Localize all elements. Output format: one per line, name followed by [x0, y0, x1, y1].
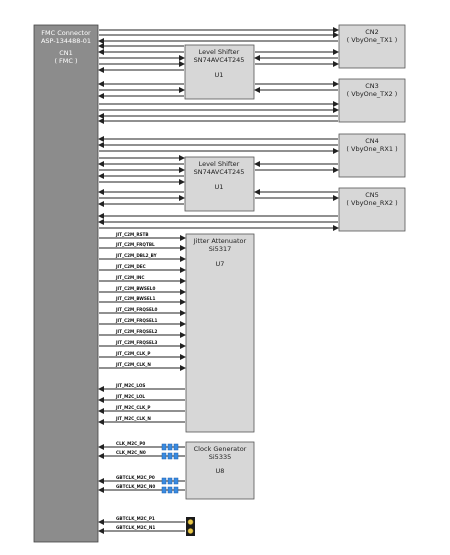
signal-label: JIT_M2C_LOL	[115, 394, 145, 399]
shifter1-line3: U1	[215, 71, 224, 79]
cn2-line2: ( VbyOne_TX1 )	[347, 36, 398, 44]
capacitor-icon	[161, 477, 179, 494]
signal-label: JIT_C2M_DEC	[115, 264, 146, 269]
fmc-line2: ASP-134488-01	[41, 37, 91, 45]
signal-label: JIT_C2M_BWSEL0	[115, 286, 155, 291]
fmc-line3: CN1	[59, 49, 73, 57]
signal-label: JIT_C2M_DBL2_BY	[115, 253, 158, 258]
signal-label: CLK_M2C_N0	[116, 450, 146, 455]
bottom-signal-group: GBTCLK_M2C_P1 GBTCLK_M2C_N1	[98, 516, 195, 536]
cn5-line2: ( VbyOne_RX2 )	[346, 199, 397, 207]
wires-middle	[98, 136, 339, 231]
clock-signal-group: CLK_M2C_P0 CLK_M2C_N0 GBTCLK_M2C_P0 GBTC…	[98, 441, 185, 494]
signal-label: GBTCLK_M2C_N0	[116, 484, 155, 489]
shifter2-line1: Level Shifter	[199, 160, 240, 168]
wires-top	[98, 27, 339, 124]
shifter1-line2: SN74AVC4T245	[194, 56, 245, 64]
jitter-line2: Si5317	[209, 245, 231, 253]
connector-cn4: CN4 ( VbyOne_RX1 )	[338, 133, 406, 178]
shifter2-line2: SN74AVC4T245	[194, 168, 245, 176]
signal-label: GBTCLK_M2C_N1	[116, 525, 155, 530]
signal-label: JIT_C2M_FRQSEL2	[115, 329, 158, 334]
signal-label: GBTCLK_M2C_P0	[116, 475, 155, 480]
cn4-line2: ( VbyOne_RX1 )	[346, 145, 397, 153]
shifter2-line3: U1	[215, 183, 224, 191]
connector-cn5: CN5 ( VbyOne_RX2 )	[338, 187, 406, 232]
jitter-signal-group: JIT_C2M_RSTB JIT_C2M_FRQTBL JIT_C2M_DBL2…	[98, 232, 186, 425]
signal-label: JIT_C2M_RSTB	[115, 232, 149, 237]
fmc-connector: FMC Connector ASP-134488-01 CN1 ( FMC )	[33, 24, 99, 543]
level-shifter-top: Level Shifter SN74AVC4T245 U1	[184, 44, 255, 100]
connector-cn3: CN3 ( VbyOne_TX2 )	[338, 78, 406, 123]
signal-label: JIT_M2C_CLK_N	[115, 416, 151, 421]
fmc-line1: FMC Connector	[41, 29, 91, 37]
signal-label: JIT_C2M_CLK_P	[115, 351, 150, 356]
signal-label: JIT_C2M_CLK_N	[115, 362, 151, 367]
clockgen-line2: Si5335	[209, 453, 231, 461]
capacitor-icon	[161, 443, 179, 460]
header-connector-icon	[186, 517, 195, 536]
jitter-attenuator: Jitter Attenuator Si5317 U7	[185, 233, 255, 433]
cn3-line2: ( VbyOne_TX2 )	[347, 90, 398, 98]
jitter-line3: U7	[216, 260, 225, 268]
cn2-line1: CN2	[365, 28, 379, 36]
signal-label: JIT_C2M_INC	[115, 275, 144, 280]
signal-label: JIT_C2M_FRQSEL3	[115, 340, 158, 345]
cn5-line1: CN5	[365, 191, 379, 199]
signal-label: JIT_M2C_CLK_P	[115, 405, 150, 410]
cn3-line1: CN3	[365, 82, 379, 90]
clockgen-line3: U8	[216, 467, 225, 475]
clock-generator: Clock Generator Si5335 U8	[185, 441, 255, 500]
signal-label: JIT_M2C_LOS	[115, 383, 145, 388]
connector-cn2: CN2 ( VbyOne_TX1 )	[338, 24, 406, 69]
signal-label: JIT_C2M_BWSEL1	[115, 296, 155, 301]
cn4-line1: CN4	[365, 137, 379, 145]
signal-label: CLK_M2C_P0	[116, 441, 145, 446]
signal-label: JIT_C2M_FRQSEL0	[115, 307, 158, 312]
level-shifter-bottom: Level Shifter SN74AVC4T245 U1	[184, 156, 255, 212]
signal-label: GBTCLK_M2C_P1	[116, 516, 155, 521]
shifter1-line1: Level Shifter	[199, 48, 240, 56]
jitter-line1: Jitter Attenuator	[193, 237, 247, 245]
fmc-line4: ( FMC )	[54, 57, 77, 65]
clockgen-line1: Clock Generator	[194, 445, 247, 453]
signal-label: JIT_C2M_FRQTBL	[115, 242, 155, 247]
signal-label: JIT_C2M_FRQSEL1	[115, 318, 158, 323]
